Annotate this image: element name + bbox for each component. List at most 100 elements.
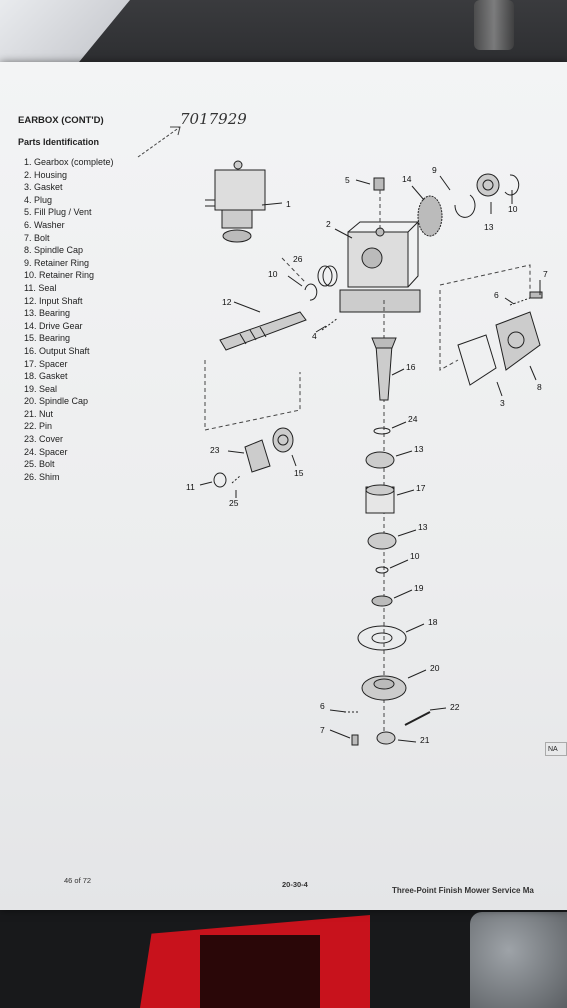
seal-drawing bbox=[371, 595, 393, 607]
side-tag: NA bbox=[545, 742, 567, 756]
part-item: 16. Output Shaft bbox=[24, 345, 90, 356]
callout: 6 bbox=[494, 290, 499, 300]
bearing-drawing bbox=[365, 451, 395, 469]
callout: 14 bbox=[402, 174, 412, 184]
retainer-ring-drawing bbox=[504, 174, 520, 196]
part-item: 18. Gasket bbox=[24, 371, 68, 382]
retainer-ring-drawing bbox=[304, 283, 318, 301]
callout: 3 bbox=[500, 398, 505, 408]
gearbox-complete-drawing bbox=[205, 160, 266, 243]
section-header: EARBOX (CONT'D) bbox=[18, 115, 104, 126]
callout: 26 bbox=[293, 254, 303, 264]
callout: 6 bbox=[320, 701, 325, 711]
handwritten-note: 7017929 bbox=[180, 110, 247, 128]
callout: 15 bbox=[294, 468, 304, 478]
callout: 2 bbox=[326, 219, 331, 229]
part-item: 15. Bearing bbox=[24, 333, 71, 344]
callout: 21 bbox=[420, 735, 430, 745]
part-item: 13. Bearing bbox=[24, 308, 71, 319]
gasket-drawing bbox=[457, 334, 497, 386]
retainer-ring-drawing bbox=[375, 566, 389, 574]
manual-page bbox=[0, 62, 567, 910]
spindle-cap-drawing bbox=[495, 311, 541, 371]
part-item: 5. Fill Plug / Vent bbox=[24, 207, 92, 218]
drive-gear-drawing bbox=[417, 195, 443, 237]
bolt-drawing bbox=[231, 475, 241, 484]
callout: 17 bbox=[416, 483, 426, 493]
gasket-drawing bbox=[357, 625, 407, 651]
part-item: 26. Shim bbox=[24, 471, 60, 482]
callout: 10 bbox=[268, 269, 278, 279]
handwritten-arrow-icon bbox=[137, 126, 181, 158]
background-bottle bbox=[474, 0, 514, 50]
bearing-drawing bbox=[476, 173, 500, 197]
part-item: 17. Spacer bbox=[24, 358, 68, 369]
pin-drawing bbox=[404, 711, 431, 726]
output-shaft-drawing bbox=[371, 337, 397, 401]
bolt-drawing bbox=[351, 734, 359, 746]
parts-list: 1. Gearbox (complete) 2. Housing 3. Gask… bbox=[24, 156, 114, 483]
callout: 1 bbox=[286, 199, 291, 209]
part-item: 11. Seal bbox=[24, 282, 57, 293]
bolt-drawing bbox=[529, 291, 543, 299]
spacer-drawing bbox=[373, 427, 391, 435]
part-item: 2. Housing bbox=[24, 169, 68, 180]
exploded-parts-diagram: 1 2 3 4 5 6 6 7 7 8 9 10 10 10 11 12 13 … bbox=[186, 160, 548, 746]
part-item: 20. Spindle Cap bbox=[24, 396, 89, 407]
part-item: 25. Bolt bbox=[24, 459, 55, 470]
callout: 24 bbox=[408, 414, 418, 424]
cover-drawing bbox=[244, 439, 271, 473]
page-number: 46 of 72 bbox=[64, 876, 92, 885]
bearing-drawing bbox=[272, 427, 294, 453]
housing-drawing bbox=[339, 220, 421, 313]
callout: 9 bbox=[432, 165, 437, 175]
callout: 12 bbox=[222, 297, 232, 307]
red-object-shadow bbox=[200, 935, 320, 1008]
part-item: 6. Washer bbox=[24, 219, 65, 230]
part-item: 10. Retainer Ring bbox=[24, 270, 95, 281]
part-item: 4. Plug bbox=[24, 194, 53, 205]
retainer-ring-drawing bbox=[454, 194, 476, 218]
callout-labels: 1 2 3 4 5 6 6 7 7 8 9 10 10 10 11 12 13 … bbox=[186, 165, 548, 745]
callout: 22 bbox=[450, 702, 460, 712]
grey-object bbox=[470, 912, 567, 1008]
callout: 7 bbox=[320, 725, 325, 735]
seal-drawing bbox=[213, 472, 227, 488]
callout: 13 bbox=[484, 222, 494, 232]
callout: 23 bbox=[210, 445, 220, 455]
callout: 7 bbox=[543, 269, 548, 279]
callout: 13 bbox=[418, 522, 428, 532]
section-code: 20-30-4 bbox=[282, 880, 308, 889]
shim-drawing bbox=[317, 265, 333, 287]
callout: 4 bbox=[312, 331, 317, 341]
part-item: 22. Pin bbox=[24, 421, 53, 432]
part-item: 9. Retainer Ring bbox=[24, 257, 90, 268]
callout: 18 bbox=[428, 617, 438, 627]
callout: 5 bbox=[345, 175, 350, 185]
part-item: 12. Input Shaft bbox=[24, 295, 83, 306]
part-item: 14. Drive Gear bbox=[24, 320, 83, 331]
callout: 11 bbox=[186, 482, 195, 492]
part-item: 3. Gasket bbox=[24, 182, 63, 193]
plug-drawing bbox=[321, 317, 339, 331]
nut-drawing bbox=[376, 731, 396, 745]
input-shaft-drawing bbox=[219, 311, 307, 351]
callout: 16 bbox=[406, 362, 416, 372]
part-item: 24. Spacer bbox=[24, 446, 68, 457]
part-item: 23. Cover bbox=[24, 434, 64, 445]
part-item: 21. Nut bbox=[24, 408, 54, 419]
part-item: 7. Bolt bbox=[24, 232, 50, 243]
callout: 20 bbox=[430, 663, 440, 673]
parts-identification-title: Parts Identification bbox=[18, 137, 100, 147]
document-title: Three-Point Finish Mower Service Ma bbox=[392, 886, 534, 895]
fill-plug-drawing bbox=[373, 177, 385, 191]
callout: 10 bbox=[508, 204, 518, 214]
callout: 19 bbox=[414, 583, 424, 593]
callout: 8 bbox=[537, 382, 542, 392]
part-item: 19. Seal bbox=[24, 383, 58, 394]
part-item: 1. Gearbox (complete) bbox=[24, 157, 114, 167]
callout: 10 bbox=[410, 551, 420, 561]
callout: 25 bbox=[229, 498, 239, 508]
bearing-drawing bbox=[367, 532, 397, 550]
part-item: 8. Spindle Cap bbox=[24, 245, 84, 256]
